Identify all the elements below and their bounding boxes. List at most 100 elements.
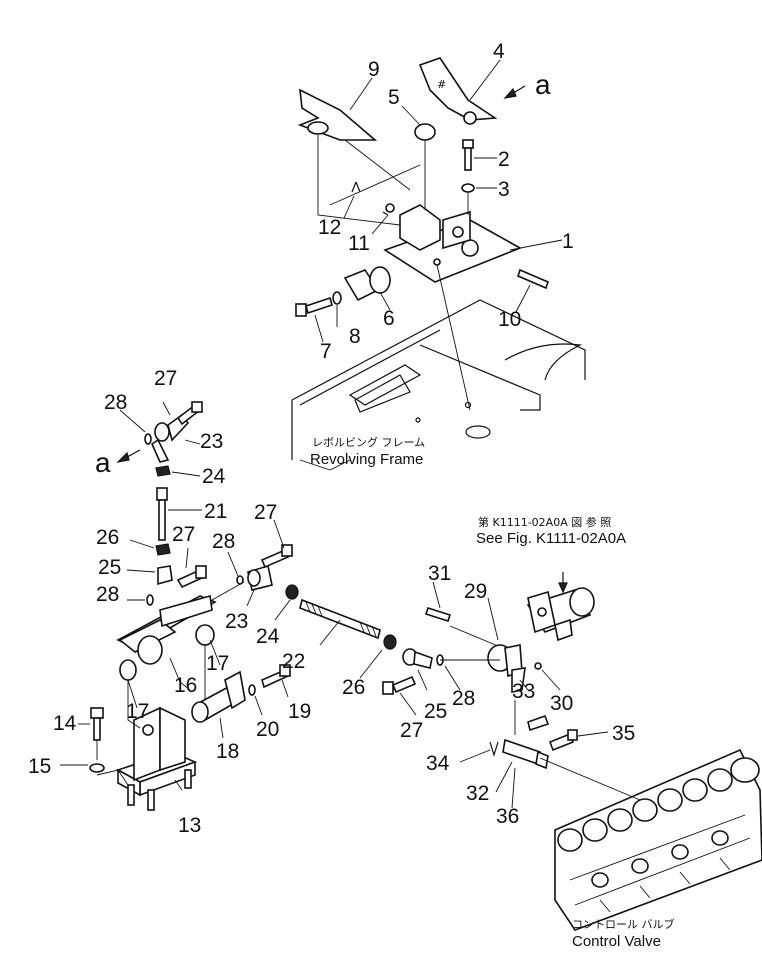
stud-21 bbox=[156, 487, 168, 541]
revolving-frame-label: Revolving Frame bbox=[310, 451, 423, 468]
bolt-19 bbox=[261, 664, 291, 689]
callout-27-upper: 27 bbox=[154, 367, 177, 390]
revolving-frame bbox=[291, 299, 586, 471]
washer-28-left bbox=[146, 594, 154, 606]
cotter-pin-12 bbox=[351, 181, 361, 193]
callout-25-left: 25 bbox=[98, 556, 121, 579]
callout-28-mid: 28 bbox=[212, 530, 235, 553]
bolt-27-mid bbox=[260, 544, 293, 569]
bolt-27-left bbox=[176, 565, 207, 589]
nut-24-upper bbox=[155, 465, 171, 477]
callout-17-right: 17 bbox=[206, 652, 229, 675]
callout-16: 16 bbox=[174, 674, 197, 697]
cotter-pin-34 bbox=[489, 741, 499, 758]
callout-26-right: 26 bbox=[342, 676, 365, 699]
bolt-14 bbox=[90, 707, 104, 741]
callout-32: 32 bbox=[466, 782, 489, 805]
pin-31 bbox=[424, 606, 452, 623]
callout-11: 11 bbox=[348, 232, 370, 255]
callout-2: 2 bbox=[498, 148, 510, 171]
control-valve bbox=[554, 748, 762, 931]
callout-10: 10 bbox=[498, 308, 521, 331]
see-fig-label-jp: 第 K1111-02A0A 図 参 照 bbox=[478, 515, 611, 529]
bushing-6 bbox=[343, 266, 391, 302]
callout-23-upper: 23 bbox=[200, 430, 223, 453]
callout-19: 19 bbox=[288, 700, 311, 723]
callout-3: 3 bbox=[498, 178, 510, 201]
callout-27-mid: 27 bbox=[254, 501, 277, 524]
bolt-35 bbox=[548, 729, 578, 752]
shaft-18 bbox=[191, 670, 246, 723]
washer-28-upper bbox=[144, 433, 152, 445]
control-valve-label-jp: コントロール バルブ bbox=[572, 917, 675, 931]
rod-end-23-mid bbox=[247, 564, 273, 591]
pin-10 bbox=[517, 268, 549, 290]
clevis-32 bbox=[502, 738, 549, 770]
revolving-frame-label-jp: レボルビング フレーム bbox=[312, 435, 425, 449]
washer-3 bbox=[461, 183, 475, 193]
rod-22 bbox=[299, 598, 381, 640]
cylinder-ref bbox=[526, 587, 595, 642]
callout-17-left: 17 bbox=[126, 700, 149, 723]
pin-11 bbox=[382, 211, 389, 216]
callout-18: 18 bbox=[216, 740, 239, 763]
cotter-pin-30 bbox=[534, 662, 542, 670]
nut-24-mid bbox=[285, 584, 299, 600]
callout-15: 15 bbox=[28, 755, 51, 778]
callout-14: 14 bbox=[53, 712, 77, 735]
bolt-7 bbox=[295, 296, 333, 317]
callout-29: 29 bbox=[464, 580, 487, 603]
washer-20 bbox=[248, 684, 256, 696]
bracket-plate bbox=[383, 204, 522, 283]
bushing-5 bbox=[414, 123, 436, 141]
washer-15 bbox=[89, 763, 105, 773]
bolt-2 bbox=[462, 139, 474, 171]
callout-13: 13 bbox=[178, 814, 201, 837]
rod-end-25-right bbox=[402, 648, 433, 669]
washer-8 bbox=[332, 291, 342, 305]
callout-28-right: 28 bbox=[452, 687, 475, 710]
lever-9 bbox=[297, 88, 378, 141]
callout-28-left: 28 bbox=[96, 583, 119, 606]
callout-35: 35 bbox=[612, 722, 635, 745]
callout-12: 12 bbox=[318, 216, 341, 239]
bolt-27-upper bbox=[176, 401, 203, 426]
callout-24-upper: 24 bbox=[202, 465, 226, 488]
callout-leaders bbox=[60, 59, 609, 809]
bushing-17-right bbox=[195, 624, 215, 646]
callout-23-mid: 23 bbox=[225, 610, 248, 633]
bolt-27-right bbox=[382, 675, 417, 695]
callout-36: 36 bbox=[496, 805, 519, 828]
callout-8: 8 bbox=[349, 325, 361, 348]
svg-text:#: # bbox=[437, 78, 446, 91]
callout-27-right: 27 bbox=[400, 719, 423, 742]
callout-25-right: 25 bbox=[424, 700, 447, 723]
control-valve-label: Control Valve bbox=[572, 933, 661, 950]
lever-4: # bbox=[418, 57, 498, 125]
nut-26-right bbox=[383, 634, 397, 650]
callout-30: 30 bbox=[550, 692, 573, 715]
arrow-label-a-left: a bbox=[95, 447, 111, 478]
see-fig-label: See Fig. K1111-02A0A bbox=[476, 530, 626, 547]
callout-21: 21 bbox=[204, 500, 227, 523]
nut-26-left bbox=[155, 543, 171, 556]
lever-arm-16 bbox=[116, 594, 217, 665]
callout-7: 7 bbox=[320, 340, 332, 363]
callout-9: 9 bbox=[368, 58, 380, 81]
callout-22: 22 bbox=[282, 650, 305, 673]
bushing-17-left bbox=[119, 659, 137, 681]
callout-27-left: 27 bbox=[172, 523, 195, 546]
rod-end-25-left bbox=[157, 565, 173, 586]
callout-28-upper: 28 bbox=[104, 391, 127, 414]
callout-1: 1 bbox=[562, 230, 574, 253]
callout-34: 34 bbox=[426, 752, 450, 775]
callout-24-mid: 24 bbox=[256, 625, 280, 648]
arrow-label-a-top: a bbox=[535, 69, 551, 100]
bolt-33 bbox=[527, 714, 550, 732]
callout-20: 20 bbox=[256, 718, 279, 741]
lever-29 bbox=[487, 644, 526, 693]
callout-6: 6 bbox=[383, 307, 395, 330]
stand-13 bbox=[116, 706, 198, 811]
